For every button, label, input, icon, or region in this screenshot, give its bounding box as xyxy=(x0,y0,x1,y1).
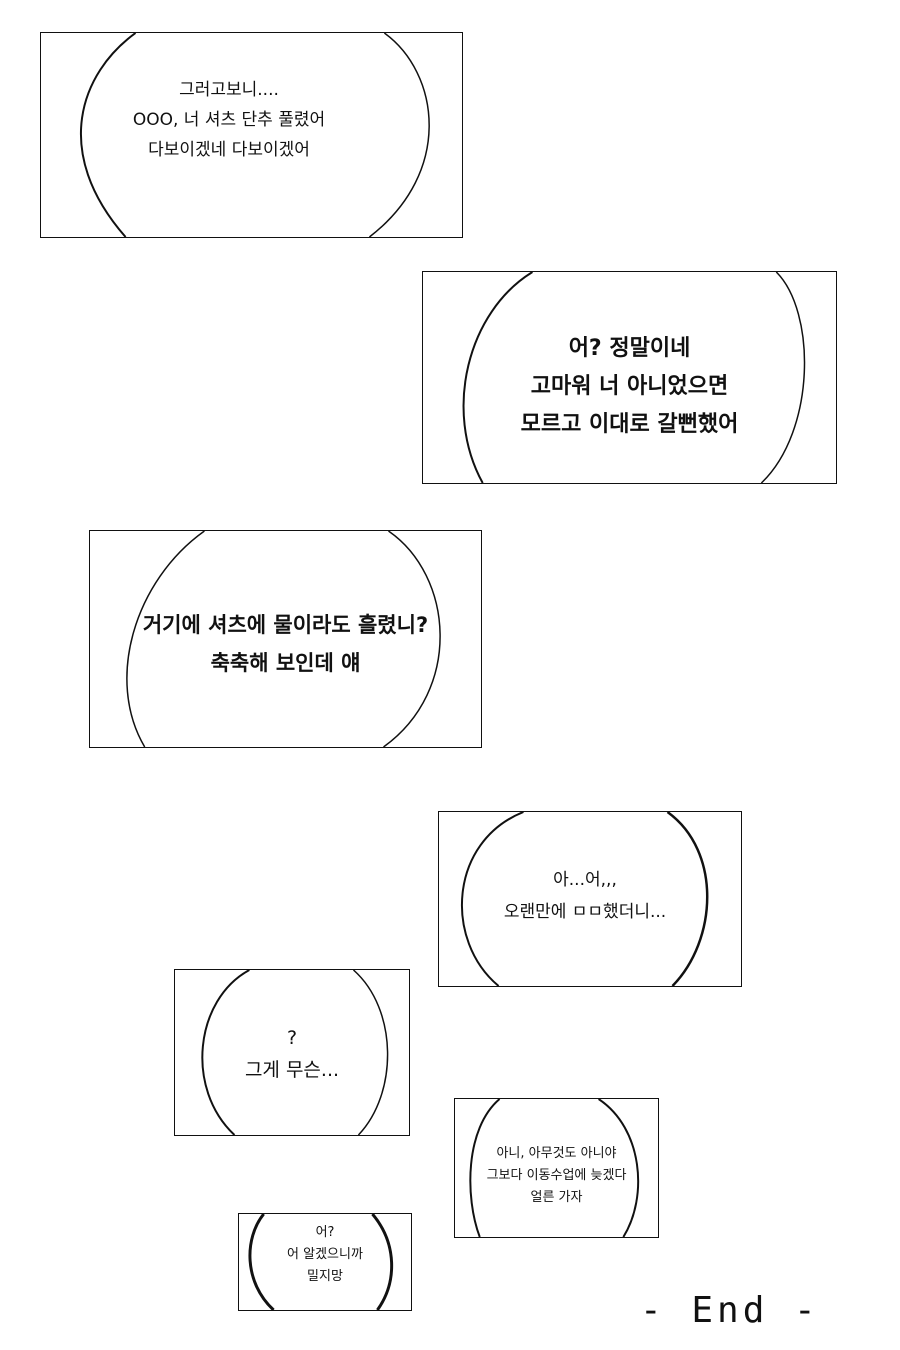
dialogue-text: 어? 어 알겠으니까 밀지망 xyxy=(287,1225,363,1284)
speech-bubble-7 xyxy=(248,1214,394,1310)
dialogue-text: 아니, 아무것도 아니야 그보다 이동수업에 늦겠다 얼른 가자 xyxy=(486,1146,627,1205)
dialogue-text: 거기에 셔츠에 물이라도 흘렸니? 축축해 보인데 얘 xyxy=(142,613,429,675)
dialogue-text: 아...어,,, 오랜만에 ㅁㅁ했더니... xyxy=(503,870,667,922)
speech-bubble-4 xyxy=(460,812,709,986)
dialogue-text: 그러고보니.... OOO, 너 셔츠 단추 풀렸어 다보이겠네 다보이겠어 xyxy=(132,80,326,160)
end-mark: - End - xyxy=(640,1290,820,1331)
comic-panel-7: 어? 어 알겠으니까 밀지망 xyxy=(238,1213,412,1311)
dialogue-text: ? 그게 무슨... xyxy=(244,1027,340,1081)
comic-panel-4: 아...어,,, 오랜만에 ㅁㅁ했더니... xyxy=(438,811,742,987)
comic-panel-6: 아니, 아무것도 아니야 그보다 이동수업에 늦겠다 얼른 가자 xyxy=(454,1098,659,1238)
comic-panel-2: 어? 정말이네 고마워 너 아니었으면 모르고 이대로 갈뻔했어 xyxy=(422,271,837,484)
speech-bubble-3 xyxy=(126,531,441,747)
speech-bubble-6 xyxy=(469,1099,640,1237)
speech-bubble-2 xyxy=(462,272,806,483)
comic-panel-1: 그러고보니.... OOO, 너 셔츠 단추 풀렸어 다보이겠네 다보이겠어 xyxy=(40,32,463,238)
speech-bubble-1 xyxy=(79,33,430,237)
speech-bubble-5 xyxy=(201,970,389,1135)
dialogue-text: 어? 정말이네 고마워 너 아니었으면 모르고 이대로 갈뻔했어 xyxy=(520,336,739,437)
comic-panel-5: ? 그게 무슨... xyxy=(174,969,410,1136)
comic-panel-3: 거기에 셔츠에 물이라도 흘렸니? 축축해 보인데 얘 xyxy=(89,530,482,748)
